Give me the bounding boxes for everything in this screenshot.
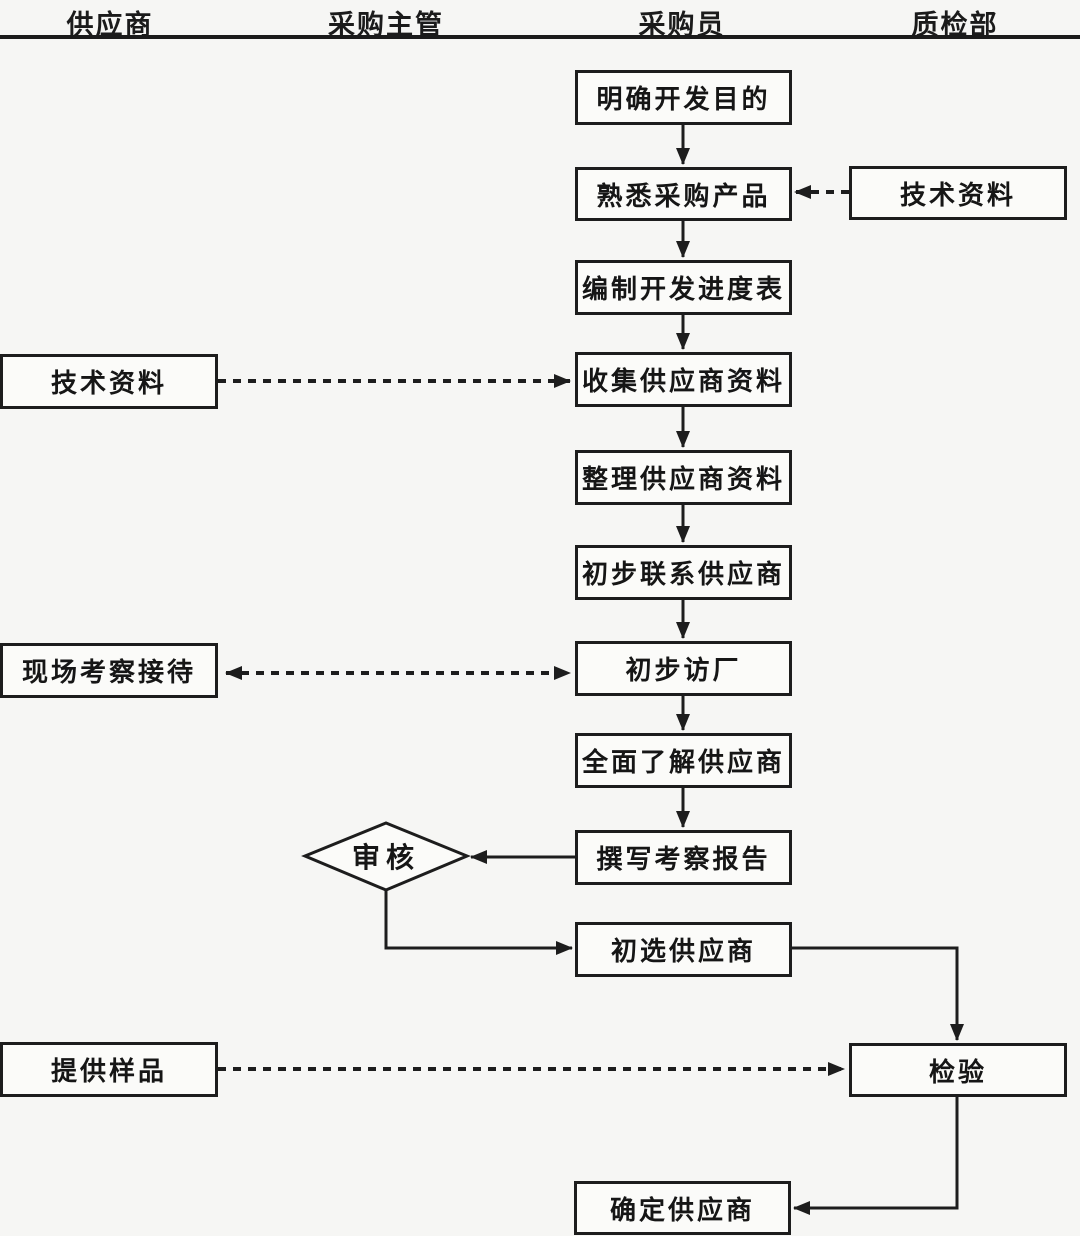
node-tech-docs-left: 技术资料 xyxy=(0,354,218,409)
lane-header-purchaser: 采购员 xyxy=(638,10,726,40)
arrow-preliminary-selection-to-inspection xyxy=(792,946,964,1041)
header-separator-line xyxy=(0,35,1080,39)
review-diamond-shape xyxy=(301,821,471,892)
lane-header-purchasing-supervisor: 采购主管 xyxy=(328,10,444,40)
lane-header-quality-dept: 质检部 xyxy=(911,10,999,40)
node-site-visit-reception: 现场考察接待 xyxy=(0,643,218,698)
arrow-review-to-preliminary-selection xyxy=(384,890,573,955)
node-clarify-purpose: 明确开发目的 xyxy=(575,70,792,125)
node-compile-schedule: 编制开发进度表 xyxy=(575,260,792,315)
node-provide-samples: 提供样品 xyxy=(0,1042,218,1097)
node-preliminary-supplier-selection: 初选供应商 xyxy=(575,922,792,977)
node-initial-factory-visit: 初步访厂 xyxy=(575,641,792,696)
node-familiarize-products: 熟悉采购产品 xyxy=(575,167,792,221)
node-write-inspection-report: 撰写考察报告 xyxy=(575,830,792,885)
node-inspection: 检验 xyxy=(849,1043,1067,1097)
node-fully-understand-supplier: 全面了解供应商 xyxy=(575,733,792,788)
node-collect-supplier-info: 收集供应商资料 xyxy=(575,352,792,407)
node-organize-supplier-info: 整理供应商资料 xyxy=(575,450,792,505)
node-initial-contact-supplier: 初步联系供应商 xyxy=(575,545,792,600)
node-review-decision: 审核 xyxy=(351,843,420,874)
node-tech-docs-right: 技术资料 xyxy=(849,166,1067,220)
node-confirm-supplier: 确定供应商 xyxy=(574,1181,791,1235)
lane-header-supplier: 供应商 xyxy=(66,10,154,40)
arrow-inspection-to-confirm xyxy=(793,1096,959,1215)
